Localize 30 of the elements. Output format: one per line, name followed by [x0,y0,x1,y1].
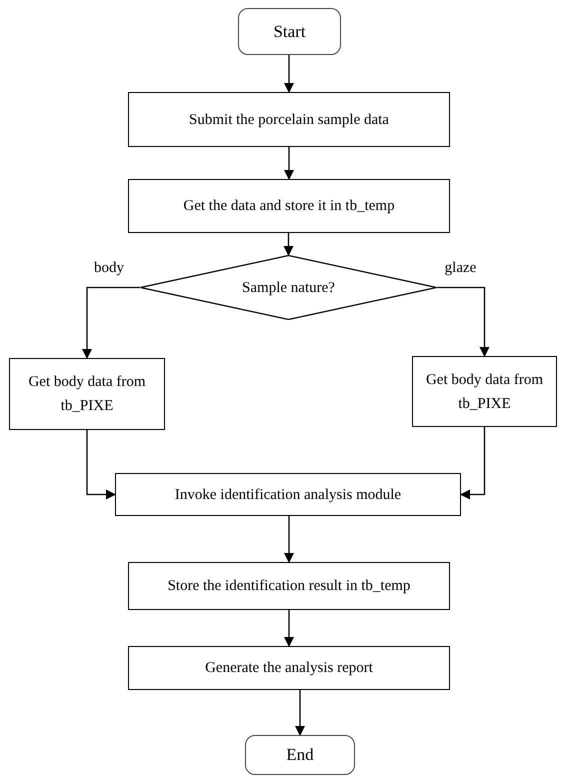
arrow [284,233,294,256]
process-box [128,562,450,610]
node-text: Get body data from tb_PIXE [424,370,544,414]
arrow [284,55,294,93]
arrow [284,147,294,180]
terminal-box [245,735,355,775]
process-box [128,92,450,147]
process-box [128,179,450,233]
arrow [86,430,116,500]
node-text: Get the data and store it in tb_temp [183,197,395,216]
node-text: End [286,744,314,766]
node-text: Sample nature? [242,278,335,298]
process-box [115,473,461,516]
node-text: Get body data from tb_PIXE [27,373,147,416]
terminal-box [238,8,341,55]
process-box [9,358,165,430]
node-text: Store the identification result in tb_temp [168,577,410,596]
arrow [460,427,486,500]
node-text: Invoke identification analysis module [174,486,402,504]
arrow [295,690,305,736]
node-text: Start [273,20,306,43]
arrow [284,610,294,647]
decision-diamond [140,255,437,320]
node-text: Generate the analysis report [205,659,373,678]
arrow [437,286,490,357]
node-text: Submit the porcelain sample data [189,110,389,130]
process-box [412,356,557,427]
arrow [284,516,294,563]
arrow [82,286,140,359]
process-box [128,646,450,690]
